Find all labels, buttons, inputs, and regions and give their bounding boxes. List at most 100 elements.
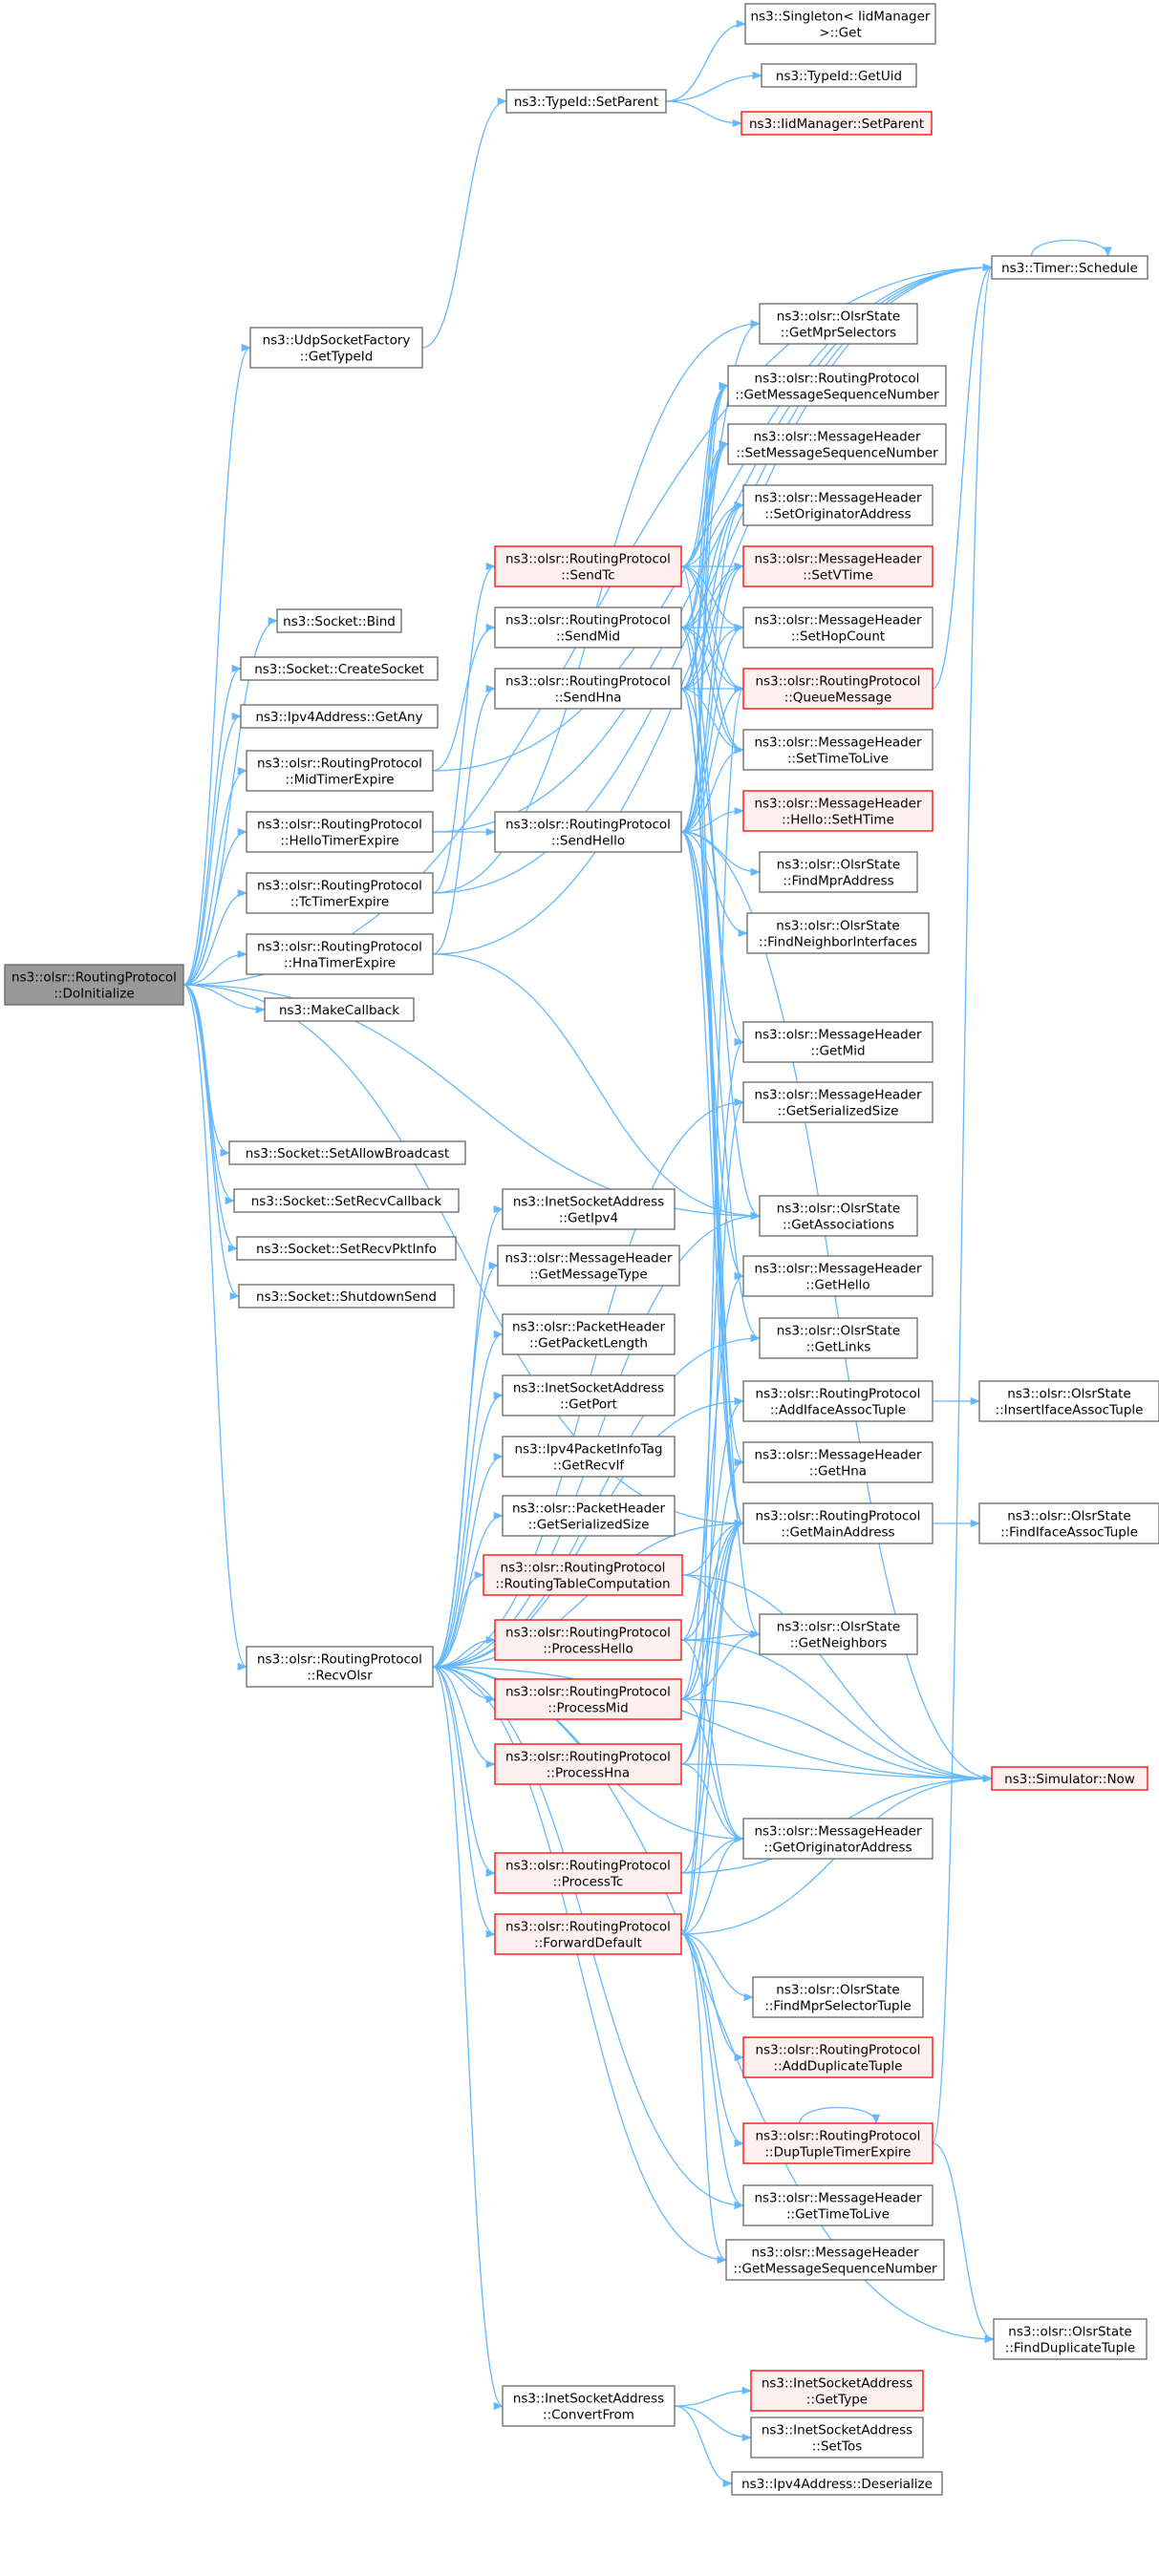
node-gettimetolive[interactable]: ns3::olsr::MessageHeader::GetTimeToLive [742, 2184, 934, 2226]
call-edge-processhello-to-simulator_now [680, 1639, 994, 1783]
node-label-line: ::RoutingTableComputation [495, 1577, 670, 1592]
node-label-line: ns3::olsr::OlsrState [1007, 1509, 1130, 1524]
call-edge-forwarddefault-to-findmprselector [680, 1933, 755, 2002]
node-box [742, 729, 934, 771]
node-findmpr[interactable]: ns3::olsr::OlsrState::FindMprAddress [759, 851, 918, 893]
node-shutdownsend[interactable]: ns3::Socket::ShutdownSend [238, 1284, 455, 1309]
node-typeid_getuid[interactable]: ns3::TypeId::GetUid [761, 63, 917, 88]
node-hello_sethtime[interactable]: ns3::olsr::MessageHeader::Hello::SetHTim… [742, 790, 934, 832]
node-processhna[interactable]: ns3::olsr::RoutingProtocol::ProcessHna [494, 1743, 682, 1785]
node-label-line: ::GetOriginatorAddress [763, 1841, 912, 1856]
node-root[interactable]: ns3::olsr::RoutingProtocol::DoInitialize [4, 964, 184, 1006]
node-inet_gettype[interactable]: ns3::InetSocketAddress::GetType [750, 2370, 924, 2412]
node-hnatimer[interactable]: ns3::olsr::RoutingProtocol::HnaTimerExpi… [246, 933, 434, 975]
node-addduplicate[interactable]: ns3::olsr::RoutingProtocol::AddDuplicate… [742, 2036, 934, 2078]
node-tctimer[interactable]: ns3::olsr::RoutingProtocol::TcTimerExpir… [246, 872, 434, 914]
node-findifaceassoc[interactable]: ns3::olsr::OlsrState::FindIfaceAssocTupl… [978, 1502, 1159, 1544]
node-box [246, 933, 434, 975]
node-settimetolive[interactable]: ns3::olsr::MessageHeader::SetTimeToLive [742, 729, 934, 771]
node-findneighiface[interactable]: ns3::olsr::OlsrState::FindNeighborInterf… [746, 912, 930, 954]
node-midtimer[interactable]: ns3::olsr::RoutingProtocol::MidTimerExpi… [246, 750, 434, 792]
node-box [742, 1081, 934, 1123]
node-ipv4_getany[interactable]: ns3::Ipv4Address::GetAny [240, 704, 439, 729]
node-getmsgseqnum_hdr[interactable]: ns3::olsr::MessageHeader::GetMessageSequ… [725, 2239, 945, 2281]
node-inet_convertfrom[interactable]: ns3::InetSocketAddress::ConvertFrom [502, 2385, 676, 2427]
node-sendhna[interactable]: ns3::olsr::RoutingProtocol::SendHna [494, 668, 682, 710]
node-processhello[interactable]: ns3::olsr::RoutingProtocol::ProcessHello [494, 1619, 682, 1661]
call-edge-recvolsr-to-processhna [432, 1666, 497, 1769]
node-label-line: ::FindNeighborInterfaces [759, 935, 917, 950]
node-label-line: ns3::olsr::RoutingProtocol [257, 940, 422, 955]
node-makecallback[interactable]: ns3::MakeCallback [264, 997, 415, 1022]
node-udp_gettypeid[interactable]: ns3::UdpSocketFactory::GetTypeId [249, 327, 423, 369]
node-forwarddefault[interactable]: ns3::olsr::RoutingProtocol::ForwardDefau… [494, 1913, 682, 1955]
node-setrecvcallback[interactable]: ns3::Socket::SetRecvCallback [233, 1188, 460, 1213]
call-edge-recvolsr-to-routingtable [432, 1570, 485, 1668]
node-socket_bind[interactable]: ns3::Socket::Bind [276, 608, 402, 633]
node-getrecvif[interactable]: ns3::Ipv4PacketInfoTag::GetRecvIf [502, 1436, 676, 1478]
node-setallowbroadcast[interactable]: ns3::Socket::SetAllowBroadcast [228, 1140, 466, 1165]
call-edge-sendhna-to-sethopcount [680, 623, 745, 690]
node-iid_setparent[interactable]: ns3::IidManager::SetParent [740, 111, 933, 136]
node-getneighbors[interactable]: ns3::olsr::OlsrState::GetNeighbors [759, 1613, 918, 1655]
node-setmsgseqnum[interactable]: ns3::olsr::MessageHeader::SetMessageSequ… [727, 423, 947, 465]
node-inet_getipv4[interactable]: ns3::InetSocketAddress::GetIpv4 [502, 1188, 676, 1230]
node-gethello[interactable]: ns3::olsr::MessageHeader::GetHello [742, 1255, 934, 1297]
node-singleton[interactable]: ns3::Singleton< IidManager >::Get [744, 3, 936, 45]
node-processmid[interactable]: ns3::olsr::RoutingProtocol::ProcessMid [494, 1678, 682, 1720]
node-label-line: ::GetPort [560, 1397, 617, 1413]
node-label-line: ::ConvertFrom [543, 2408, 634, 2423]
node-sethopcount[interactable]: ns3::olsr::MessageHeader::SetHopCount [742, 607, 934, 649]
node-sendhello[interactable]: ns3::olsr::RoutingProtocol::SendHello [494, 811, 682, 853]
node-getlinks[interactable]: ns3::olsr::OlsrState::GetLinks [759, 1317, 918, 1359]
call-edge-sendmid-to-setoriginator [680, 500, 745, 628]
node-insertifaceassoc[interactable]: ns3::olsr::OlsrState::InsertIfaceAssocTu… [978, 1380, 1159, 1422]
node-sendtc[interactable]: ns3::olsr::RoutingProtocol::SendTc [494, 545, 682, 587]
node-getassociations[interactable]: ns3::olsr::OlsrState::GetAssociations [759, 1195, 918, 1237]
node-processtc[interactable]: ns3::olsr::RoutingProtocol::ProcessTc [494, 1852, 682, 1894]
node-recvolsr[interactable]: ns3::olsr::RoutingProtocol::RecvOlsr [246, 1646, 434, 1688]
node-getmessagetype[interactable]: ns3::olsr::MessageHeader::GetMessageType [497, 1245, 680, 1287]
node-duptupletimer[interactable]: ns3::olsr::RoutingProtocol::DupTupleTime… [742, 2122, 934, 2164]
node-inet_getport[interactable]: ns3::InetSocketAddress::GetPort [502, 1374, 676, 1416]
call-edge-sendhna-to-setvtime [680, 562, 745, 690]
call-edge-duptupletimer-to-timer_schedule [932, 264, 994, 2144]
node-socket_create[interactable]: ns3::Socket::CreateSocket [240, 656, 439, 681]
node-gethna[interactable]: ns3::olsr::MessageHeader::GetHna [742, 1441, 934, 1483]
node-findmprselector[interactable]: ns3::olsr::OlsrState::FindMprSelectorTup… [752, 1976, 924, 2018]
node-addifaceassoc[interactable]: ns3::olsr::RoutingProtocol::AddIfaceAsso… [742, 1380, 934, 1422]
node-sendmid[interactable]: ns3::olsr::RoutingProtocol::SendMid [494, 607, 682, 649]
node-getmsgseqnum[interactable]: ns3::olsr::RoutingProtocol::GetMessageSe… [727, 365, 947, 407]
node-setoriginator[interactable]: ns3::olsr::MessageHeader::SetOriginatorA… [742, 484, 934, 526]
node-getpacketlength[interactable]: ns3::olsr::PacketHeader::GetPacketLength [502, 1313, 676, 1355]
call-edge-inet_convertfrom-to-inet_gettype [674, 2386, 753, 2407]
node-hellotimer[interactable]: ns3::olsr::RoutingProtocol::HelloTimerEx… [246, 811, 434, 853]
node-getoriginator[interactable]: ns3::olsr::MessageHeader::GetOriginatorA… [742, 1818, 934, 1860]
node-queuemessage[interactable]: ns3::olsr::RoutingProtocol::QueueMessage [742, 668, 934, 710]
node-ipv4_deserialize[interactable]: ns3::Ipv4Address::Deserialize [731, 2471, 943, 2496]
node-routingtable[interactable]: ns3::olsr::RoutingProtocol::RoutingTable… [483, 1554, 683, 1596]
node-getmprselectors[interactable]: ns3::olsr::OlsrState::GetMprSelectors [759, 303, 918, 345]
node-typeid_setparent[interactable]: ns3::TypeId::SetParent [505, 89, 667, 114]
node-setrecvpktinfo[interactable]: ns3::Socket::SetRecvPktInfo [236, 1236, 457, 1261]
call-edge-recvolsr-to-forwarddefault [432, 1666, 497, 1939]
node-getserialized_pkt[interactable]: ns3::olsr::PacketHeader::GetSerializedSi… [502, 1495, 676, 1537]
node-timer_schedule[interactable]: ns3::Timer::Schedule [991, 255, 1148, 280]
node-box [238, 1284, 455, 1309]
node-getserialized_msg[interactable]: ns3::olsr::MessageHeader::GetSerializedS… [742, 1081, 934, 1123]
node-inet_settos[interactable]: ns3::InetSocketAddress::SetTos [750, 2416, 924, 2459]
node-getmid[interactable]: ns3::olsr::MessageHeader::GetMid [742, 1021, 934, 1063]
node-label-line: ns3::UdpSocketFactory [263, 333, 411, 349]
node-label-line: ::AddIfaceAssocTuple [770, 1403, 906, 1418]
node-label-line: ns3::olsr::MessageHeader [754, 552, 922, 567]
node-setvtime[interactable]: ns3::olsr::MessageHeader::SetVTime [742, 545, 934, 587]
node-label-line: ::GetHna [809, 1464, 867, 1480]
node-getmainaddress[interactable]: ns3::olsr::RoutingProtocol::GetMainAddre… [742, 1502, 934, 1544]
node-simulator_now[interactable]: ns3::Simulator::Now [991, 1766, 1148, 1791]
call-edge-processtc-to-getmainaddress [680, 1519, 745, 1874]
node-findduplicate[interactable]: ns3::olsr::OlsrState::FindDuplicateTuple [993, 2318, 1148, 2360]
node-label-line: ns3::Timer::Schedule [1001, 261, 1138, 276]
call-edge-recvolsr-to-processtc [432, 1666, 497, 1878]
call-edge-sendhello-to-hello_sethtime [680, 806, 745, 833]
call-edge-tctimer-to-sendtc [432, 562, 497, 894]
